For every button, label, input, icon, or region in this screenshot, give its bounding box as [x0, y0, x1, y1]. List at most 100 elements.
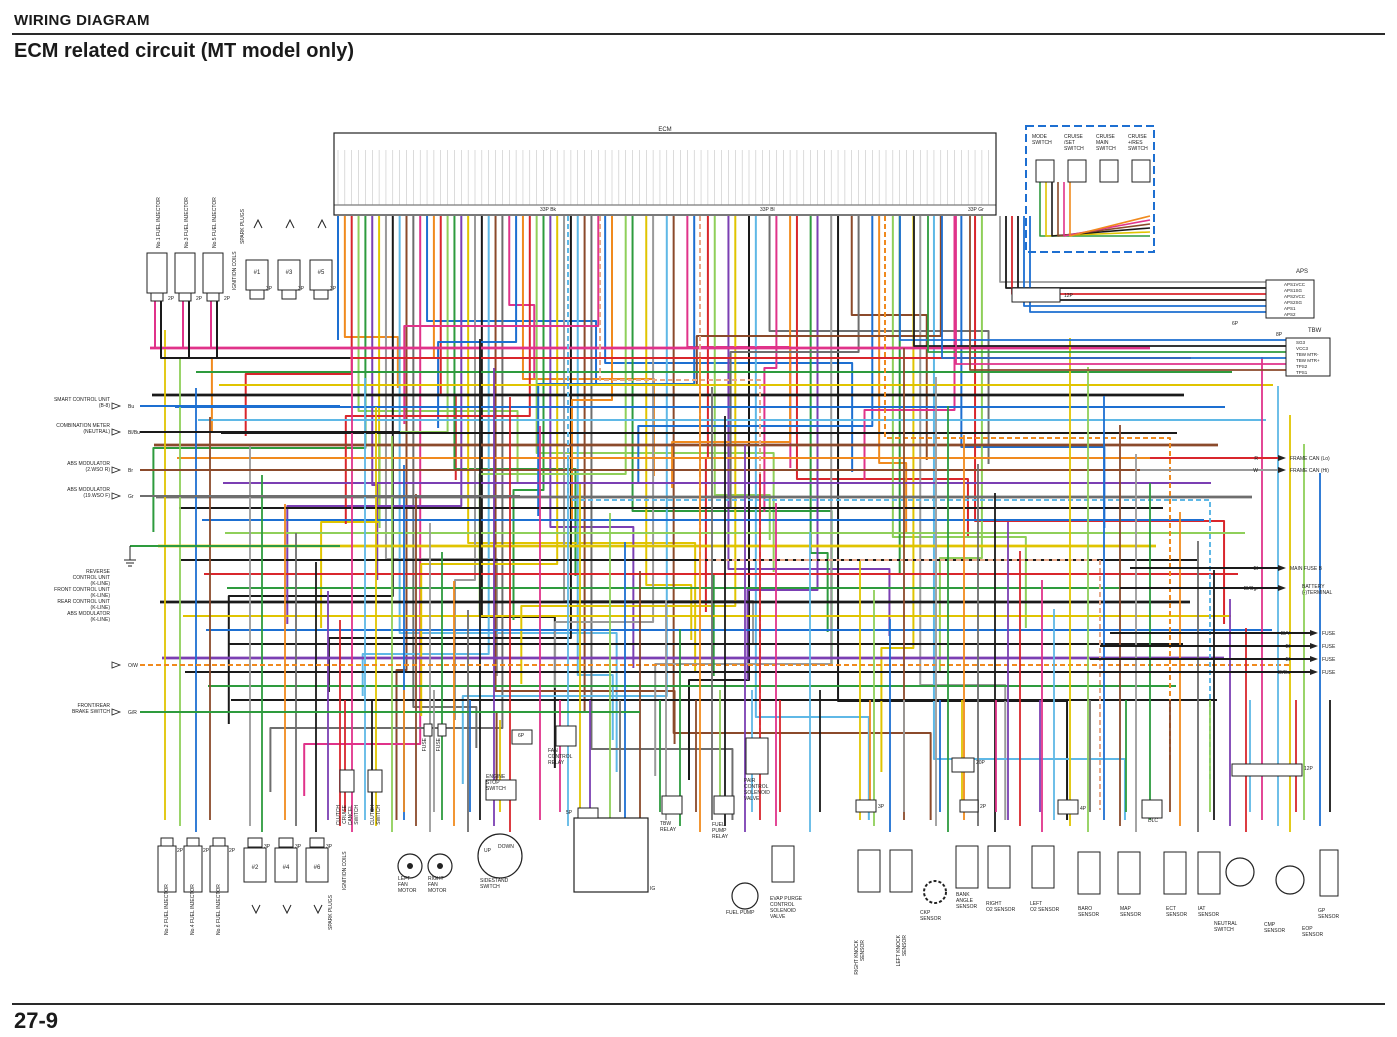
injector-connector — [212, 837, 226, 847]
output-label: BATTERY — [1302, 584, 1325, 590]
switch-label: SWITCH — [1128, 146, 1148, 152]
ecm-wire — [880, 216, 915, 772]
aps-body — [1265, 279, 1315, 319]
injector-connector — [186, 837, 200, 847]
tbw-wire — [899, 216, 1286, 341]
fuel-injector-bottom — [157, 845, 177, 893]
connector-size: 2P — [224, 296, 231, 302]
component-label-clutch_cancel: CLUTCH — [336, 805, 342, 826]
ecm-connector-c: 33P Gr — [968, 207, 984, 213]
input-label-smart: SMART CONTROL UNIT — [54, 397, 110, 403]
injector-label: No.6 FUEL INJECTOR — [216, 884, 222, 935]
wire-code: Gr — [128, 494, 134, 500]
arrow-icon — [111, 428, 122, 436]
switch-label: SWITCH — [1096, 146, 1116, 152]
connector-5p — [577, 807, 599, 819]
ecm-wire — [637, 216, 874, 484]
switch-label: CRUISE — [1064, 134, 1084, 140]
connector-8p-label: 8P — [1276, 332, 1283, 338]
component-label-pair: SOLENOID — [744, 790, 770, 796]
arrow-icon — [1278, 585, 1286, 591]
sensor-body — [889, 849, 913, 893]
component-label-sidestand: SWITCH — [480, 884, 500, 890]
component-label-pair: VALVE — [744, 796, 760, 802]
switch-label: CRUISE — [1128, 134, 1148, 140]
ecm-wire — [454, 216, 476, 720]
output-label: FRAME CAN (Lo) — [1290, 456, 1330, 462]
switch-down-label: DOWN — [498, 844, 514, 850]
ecm-wire — [695, 216, 942, 384]
aps-pin-label: APS1 — [1284, 306, 1296, 311]
component-label-fuel_pump: FUEL PUMP — [726, 910, 755, 916]
tbw-relay-body — [661, 795, 683, 815]
spark-plugs-top-label: SPARK PLUGS — [240, 208, 246, 244]
switch-body — [1131, 159, 1151, 183]
ignition-coil-bottom — [243, 847, 267, 883]
component-label-gp: GP — [1318, 908, 1326, 914]
component-label-neutral: NEUTRAL — [1214, 921, 1238, 927]
component-label-clutch_cancel: CRUISE — [342, 804, 348, 824]
injector-wire — [182, 301, 340, 349]
ecm-wire — [704, 216, 709, 612]
connector-size: 3P — [264, 844, 271, 850]
input-label-kline: FRONT CONTROL UNIT — [54, 587, 110, 593]
wire-code: Bl — [1286, 657, 1290, 663]
sensor-body — [1077, 851, 1101, 895]
tbw-wire — [913, 216, 1286, 347]
input-label-abs1: ABS MODULATOR — [67, 461, 110, 467]
arrow-icon — [1278, 467, 1286, 473]
input-label-combo: COMBINATION METER — [56, 423, 110, 429]
connector-size: 3P — [266, 286, 273, 292]
component-label-dlc: DLC — [1148, 818, 1158, 824]
fuel-injector-top — [202, 252, 224, 294]
connector-6p-label: 6P — [1232, 321, 1239, 327]
switch-up-label: UP — [484, 848, 492, 854]
coil-number: #6 — [314, 865, 321, 871]
sensor-round-icon — [1225, 857, 1255, 887]
ecm-wire — [520, 216, 737, 684]
fan-relay-body — [555, 725, 577, 747]
aps-pin-label: APS2VCC — [1284, 294, 1306, 299]
ecm-wire — [746, 216, 819, 680]
aps-wire — [999, 216, 1266, 283]
component-label-left_fan: MOTOR — [398, 888, 417, 894]
tbw-body — [1285, 337, 1331, 377]
wire-code: Bl — [1286, 644, 1290, 650]
evap-valve-body — [771, 845, 795, 883]
coil-connector — [281, 289, 297, 300]
clutch-switch — [367, 769, 383, 793]
connector-6p-label: 6P — [518, 733, 525, 739]
input-label-kline: ABS MODULATOR — [67, 611, 110, 617]
sensor-body — [1163, 851, 1187, 895]
component-label-baro: BARO — [1078, 906, 1092, 912]
component-label-cmp: SENSOR — [1264, 928, 1286, 934]
fan-hub — [437, 863, 443, 869]
coil-number: #2 — [252, 865, 259, 871]
output-label: FUSE — [1322, 657, 1336, 663]
coil-connector — [247, 837, 263, 848]
tbw-pin-label: VCC3 — [1296, 346, 1309, 351]
input-label-kline: REAR CONTROL UNIT — [57, 599, 110, 605]
component-label-fuel_relay: RELAY — [712, 834, 729, 840]
engine-stop-switch — [485, 779, 517, 801]
arrow-icon — [111, 466, 122, 474]
input-label-kline: (K-LINE) — [91, 617, 111, 623]
connector-size: 3P — [295, 844, 302, 850]
tbw-label: TBW — [1308, 328, 1322, 334]
component-label-clutch_cancel: CANCEL — [348, 805, 354, 826]
ecm-wire — [571, 216, 613, 520]
ecm-wire — [686, 216, 792, 468]
ecm-block — [333, 132, 997, 216]
ecm-wire — [403, 216, 600, 424]
connector-20p-label: 20P — [976, 760, 986, 766]
switch-label: MODE — [1032, 134, 1048, 140]
injector-wire — [188, 301, 350, 359]
spark-plug-icon — [317, 218, 327, 229]
fuse-icon — [437, 723, 447, 737]
component-label-engine_stop: STOP — [486, 780, 500, 786]
connector-12p-bottom-label: 12P — [1304, 766, 1314, 772]
arrow-icon — [111, 402, 122, 410]
component-label-eop: EOP — [1302, 926, 1313, 932]
tbw-pin-label: SG3 — [1296, 340, 1306, 345]
